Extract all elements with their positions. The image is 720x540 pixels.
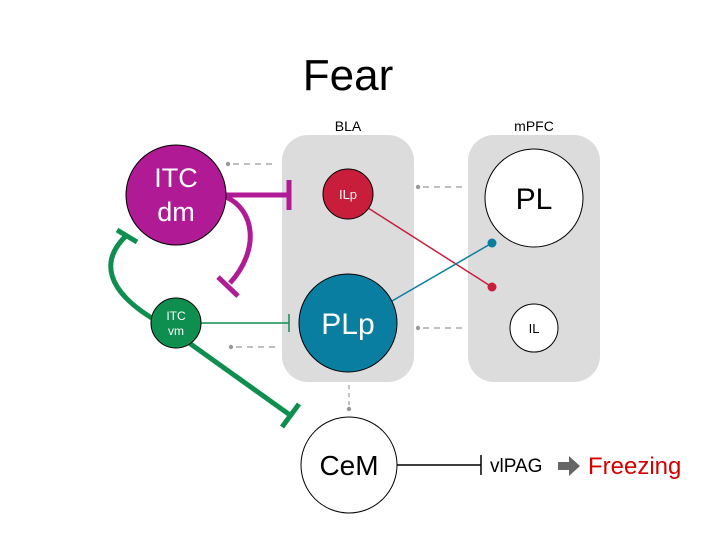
- ilp-label: ILp: [339, 187, 357, 202]
- vlpag-label: vlPAG: [490, 456, 542, 477]
- dashed-connector-dot: [415, 184, 421, 190]
- itc-vm-label-line2: vm: [168, 324, 184, 338]
- itc-dm-label-line1: ITC: [154, 163, 198, 193]
- il-label: IL: [529, 321, 540, 336]
- mpfc-region-label: mPFC: [514, 118, 554, 134]
- pl-label: PL: [516, 183, 553, 216]
- dashed-connectors: [225, 161, 463, 412]
- pl-node: [484, 148, 584, 248]
- plp-label: PLp: [321, 308, 374, 341]
- right-arrow-icon: [558, 456, 580, 476]
- cem-node: [300, 416, 398, 514]
- itc-dm-label-line2: dm: [157, 197, 195, 227]
- freezing-label: Freezing: [588, 453, 681, 480]
- ilp-to-il-projection: [367, 207, 493, 288]
- ilp-node: [322, 168, 374, 220]
- dashed-connector-dot: [415, 325, 421, 331]
- cem-label: CeM: [319, 450, 378, 481]
- itc-dm-curve-inhibition: [224, 194, 253, 285]
- itc-dm-curve-bar: [216, 275, 240, 298]
- itc-vm-to-cem-bar: [279, 402, 302, 429]
- plp-to-pl-terminal: [487, 238, 497, 248]
- dashed-connector-dot: [346, 406, 352, 412]
- ilp-to-il-terminal: [487, 282, 497, 292]
- itc-vm-label-line1: ITC: [166, 309, 186, 323]
- itc-vm-to-itc-dm-inhibition: [108, 233, 157, 323]
- diagram-title: Fear: [303, 51, 393, 100]
- dashed-connector-dot: [228, 344, 234, 350]
- plp-node: [298, 273, 398, 373]
- itc-dm-node: [125, 144, 227, 246]
- bla-region-label: BLA: [335, 118, 362, 134]
- dashed-connector-dot: [225, 161, 231, 167]
- itc-vm-to-itc-dm-bar: [115, 227, 139, 245]
- itc-vm-to-cem-inhibition: [183, 337, 292, 418]
- il-node: [509, 303, 559, 353]
- itc-vm-node: [150, 297, 202, 349]
- plp-to-pl-projection: [391, 242, 493, 302]
